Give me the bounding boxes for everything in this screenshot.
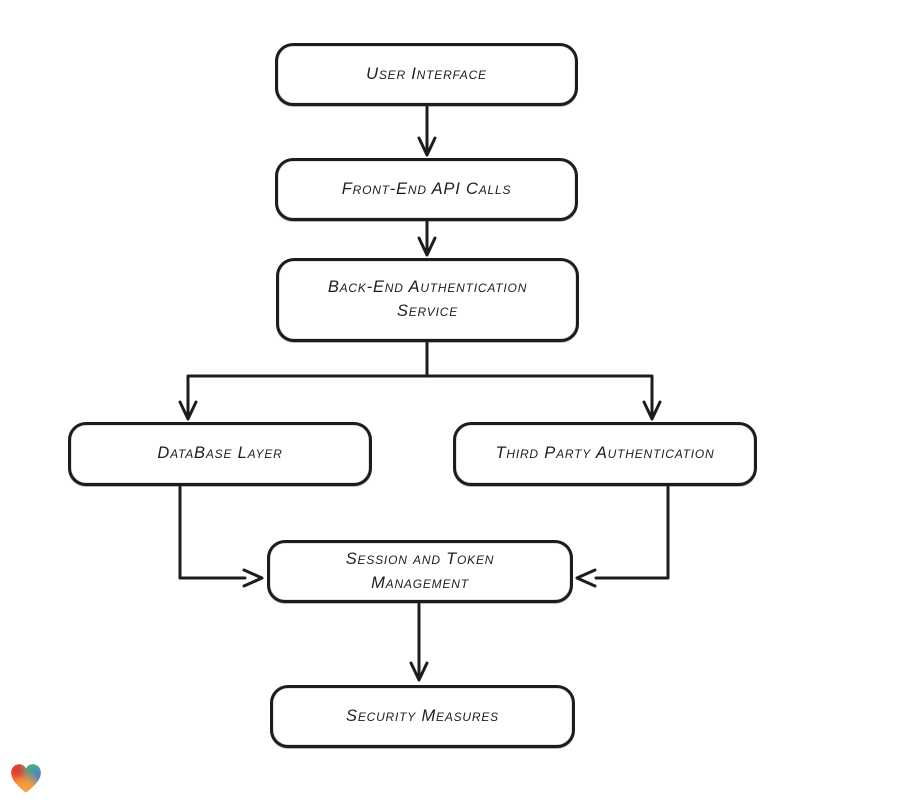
node-label: Session and Token Management [345,549,495,592]
edge-session-management-to-security-measures [409,602,429,682]
edge-database-layer-to-session-management [178,485,264,588]
node-front-end-api-calls[interactable]: Front-End API Calls [275,158,578,221]
edge-front-end-api-calls-to-back-end-authentication-service [417,220,437,257]
edge-user-interface-to-front-end-api-calls [417,105,437,157]
node-user-interface[interactable]: User Interface [275,43,578,106]
node-back-end-authentication-service[interactable]: Back-End Authentication Service [276,258,579,342]
node-session-and-token-management[interactable]: Session and Token Management [267,540,573,603]
node-database-layer[interactable]: DataBase Layer [68,422,372,486]
edge-back-end-to-third-party-authentication [425,374,662,421]
node-label: User Interface [366,64,487,83]
node-label: Front-End API Calls [341,179,512,198]
node-label: DataBase Layer [157,444,283,463]
node-third-party-authentication[interactable]: Third Party Authentication [453,422,757,486]
edge-back-end-to-database-layer [178,341,429,421]
node-label: Back-End Authentication Service [327,278,528,320]
node-label: Third Party Authentication [495,444,715,463]
node-security-measures[interactable]: Security Measures [270,685,575,748]
node-label: Security Measures [346,706,499,725]
edge-third-party-to-session-management [575,485,670,588]
heart-logo-icon[interactable] [8,761,44,797]
